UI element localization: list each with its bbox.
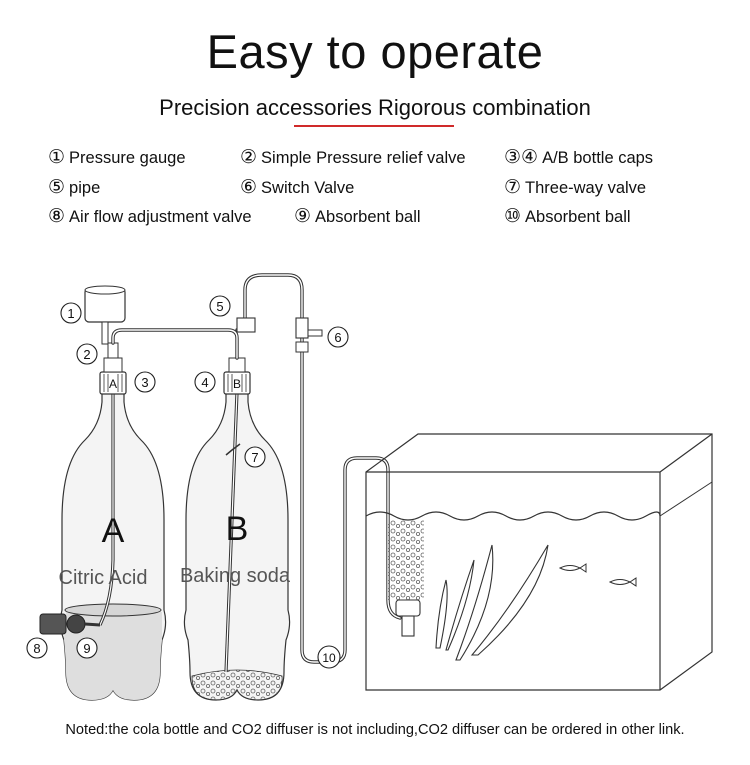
cap-a: A <box>99 342 127 395</box>
air-flow-valve-icon <box>39 613 101 635</box>
callout-10: 10 <box>322 651 336 665</box>
callout-9: 9 <box>83 641 90 656</box>
callout-2: 2 <box>83 347 90 362</box>
callout-6: 6 <box>334 330 341 345</box>
bottle-b-letter: B <box>226 510 249 548</box>
cap-b-letter: B <box>233 377 241 391</box>
bottle-b-label: Baking soda <box>180 565 291 587</box>
callout-4: 4 <box>201 375 208 390</box>
cap-b: B <box>223 357 251 395</box>
callout-3: 3 <box>141 375 148 390</box>
cap-a-letter: A <box>109 377 117 391</box>
fish-icon <box>558 563 637 587</box>
callout-8: 8 <box>33 641 40 656</box>
page-subtitle: Precision accessories Rigorous combinati… <box>159 95 591 120</box>
switch-valve-icon <box>295 317 323 353</box>
co2-diffuser-icon <box>388 520 424 637</box>
pressure-gauge-icon <box>84 285 126 345</box>
callouts <box>26 295 349 669</box>
three-way-valve-icon <box>225 443 241 456</box>
callout-7: 7 <box>251 450 258 465</box>
plant-leaves <box>435 544 549 661</box>
page-title: Easy to operate <box>206 25 544 78</box>
callout-5: 5 <box>216 299 223 314</box>
bottle-a-label: Citric Acid <box>59 567 148 589</box>
subtitle-underline <box>294 125 454 127</box>
aquarium-tank <box>365 433 713 691</box>
bottle-a-letter: A <box>102 512 125 550</box>
footer-note: Noted:the cola bottle and CO2 diffuser i… <box>65 722 685 738</box>
relief-valve-icon <box>236 317 256 333</box>
bottle-b <box>183 391 291 701</box>
callout-1: 1 <box>67 306 74 321</box>
